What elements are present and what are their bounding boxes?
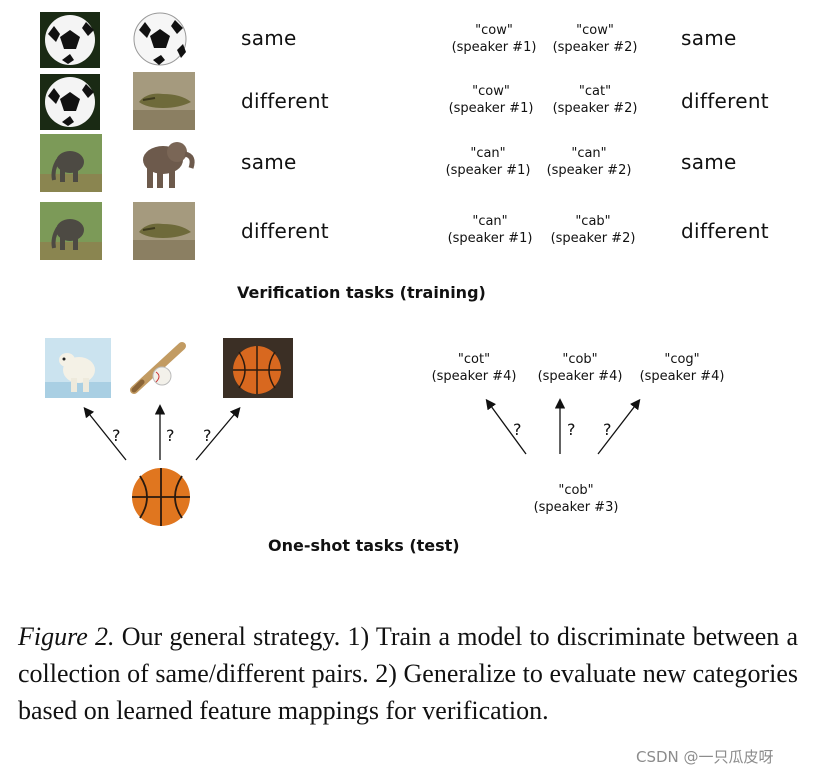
- image-pair-label: different: [241, 219, 329, 243]
- soccer-ball-icon: [40, 74, 100, 130]
- polar-bear-icon: [45, 338, 111, 398]
- question-mark: ?: [513, 420, 522, 439]
- crocodile-icon: [133, 202, 195, 260]
- question-mark: ?: [112, 426, 121, 445]
- elephant-icon: [40, 134, 102, 192]
- image-pair-label: same: [241, 26, 297, 50]
- watermark: CSDN @一只瓜皮呀: [636, 748, 774, 766]
- image-pair-label: same: [241, 150, 297, 174]
- soccer-ball-icon: [40, 12, 100, 68]
- arrows-audio: [485, 398, 641, 455]
- audio-word-b: "cab"(speaker #2): [550, 214, 636, 246]
- question-mark: ?: [603, 420, 612, 439]
- figure-caption: Figure 2. Our general strategy. 1) Train…: [18, 618, 798, 729]
- audio-pair-label: same: [681, 150, 737, 174]
- arrows-image: [83, 404, 241, 461]
- caption-text: Our general strategy. 1) Train a model t…: [18, 622, 798, 725]
- training-heading: Verification tasks (training): [237, 283, 486, 302]
- elephant-icon: [40, 202, 102, 260]
- audio-word-a: "cow"(speaker #1): [448, 84, 534, 116]
- image-pair-label: different: [241, 89, 329, 113]
- baseball-bat-icon: [128, 338, 190, 396]
- audio-pair-label: different: [681, 89, 769, 113]
- audio-word-a: "can"(speaker #1): [445, 146, 531, 178]
- test-heading: One-shot tasks (test): [268, 536, 460, 555]
- candidate-word: "cog"(speaker #4): [639, 352, 725, 384]
- figure-label: Figure 2.: [18, 622, 115, 651]
- question-mark: ?: [203, 426, 212, 445]
- audio-word-b: "cow"(speaker #2): [552, 23, 638, 55]
- candidate-word: "cot"(speaker #4): [431, 352, 517, 384]
- audio-word-b: "can"(speaker #2): [546, 146, 632, 178]
- audio-word-b: "cat"(speaker #2): [552, 84, 638, 116]
- audio-pair-label: same: [681, 26, 737, 50]
- basketball-icon: [223, 338, 293, 398]
- candidate-word: "cob"(speaker #4): [537, 352, 623, 384]
- soccer-ball-icon: [133, 10, 187, 68]
- question-mark: ?: [567, 420, 576, 439]
- audio-word-a: "can"(speaker #1): [447, 214, 533, 246]
- audio-pair-label: different: [681, 219, 769, 243]
- query-word: "cob"(speaker #3): [533, 483, 619, 515]
- audio-word-a: "cow"(speaker #1): [451, 23, 537, 55]
- elephant-icon: [133, 134, 199, 192]
- question-mark: ?: [166, 426, 175, 445]
- crocodile-icon: [133, 72, 195, 130]
- basketball-icon: [128, 466, 194, 528]
